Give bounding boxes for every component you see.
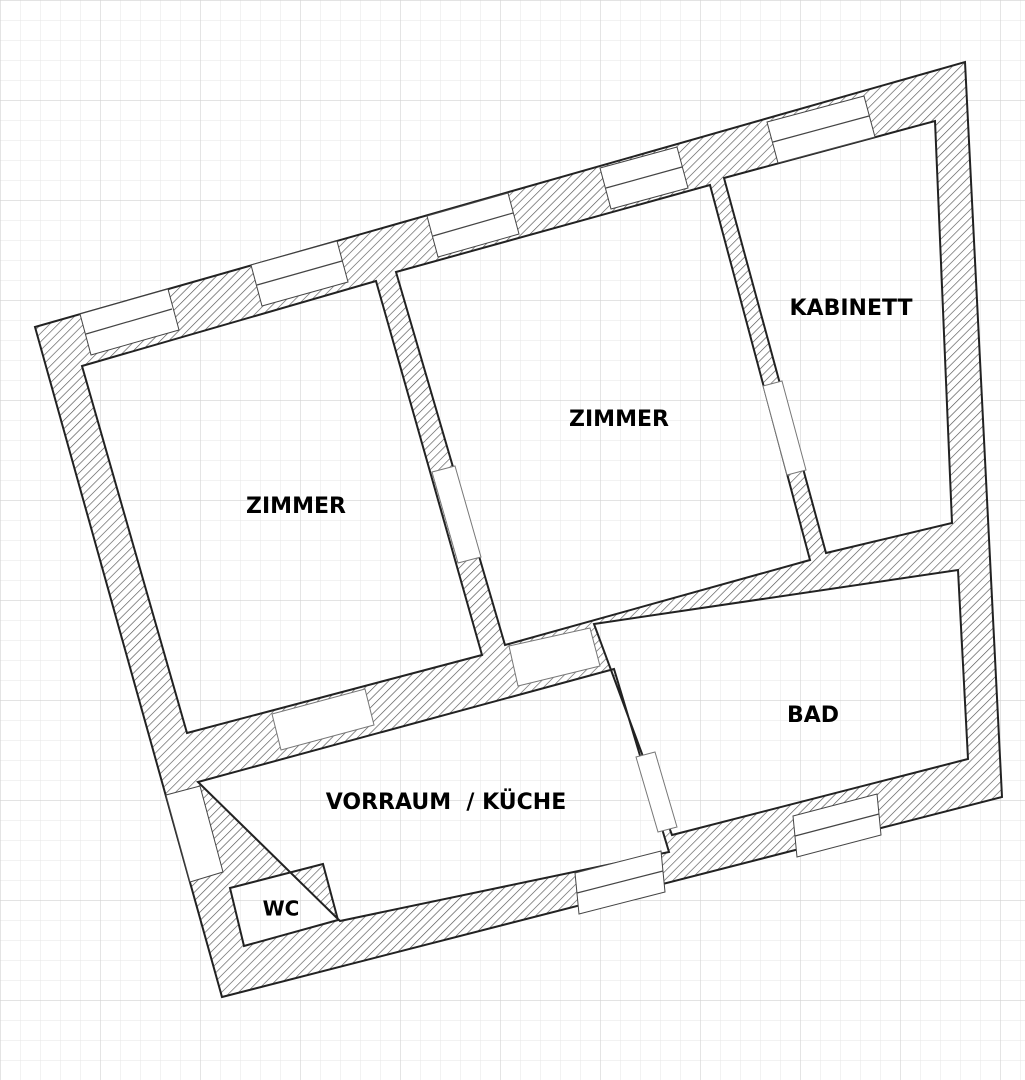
window — [79, 288, 180, 356]
room-label-bad: BAD — [787, 703, 839, 728]
door-opening — [508, 627, 601, 687]
door-opening — [271, 688, 375, 751]
room-label-zimmer-center: ZIMMER — [569, 407, 669, 432]
room-label-kabinett: KABINETT — [790, 296, 913, 321]
door-openings — [271, 380, 807, 833]
room-label-wc: WC — [263, 897, 300, 921]
entry-opening — [165, 785, 224, 883]
room-label-zimmer-left: ZIMMER — [246, 494, 346, 519]
bottom-windows — [574, 793, 882, 915]
room-label-vorraum-kueche: VORRAUM / KÜCHE — [326, 789, 566, 815]
door-opening — [431, 465, 482, 564]
door-opening — [762, 380, 807, 476]
top-windows — [79, 95, 876, 356]
door-opening — [635, 751, 678, 833]
